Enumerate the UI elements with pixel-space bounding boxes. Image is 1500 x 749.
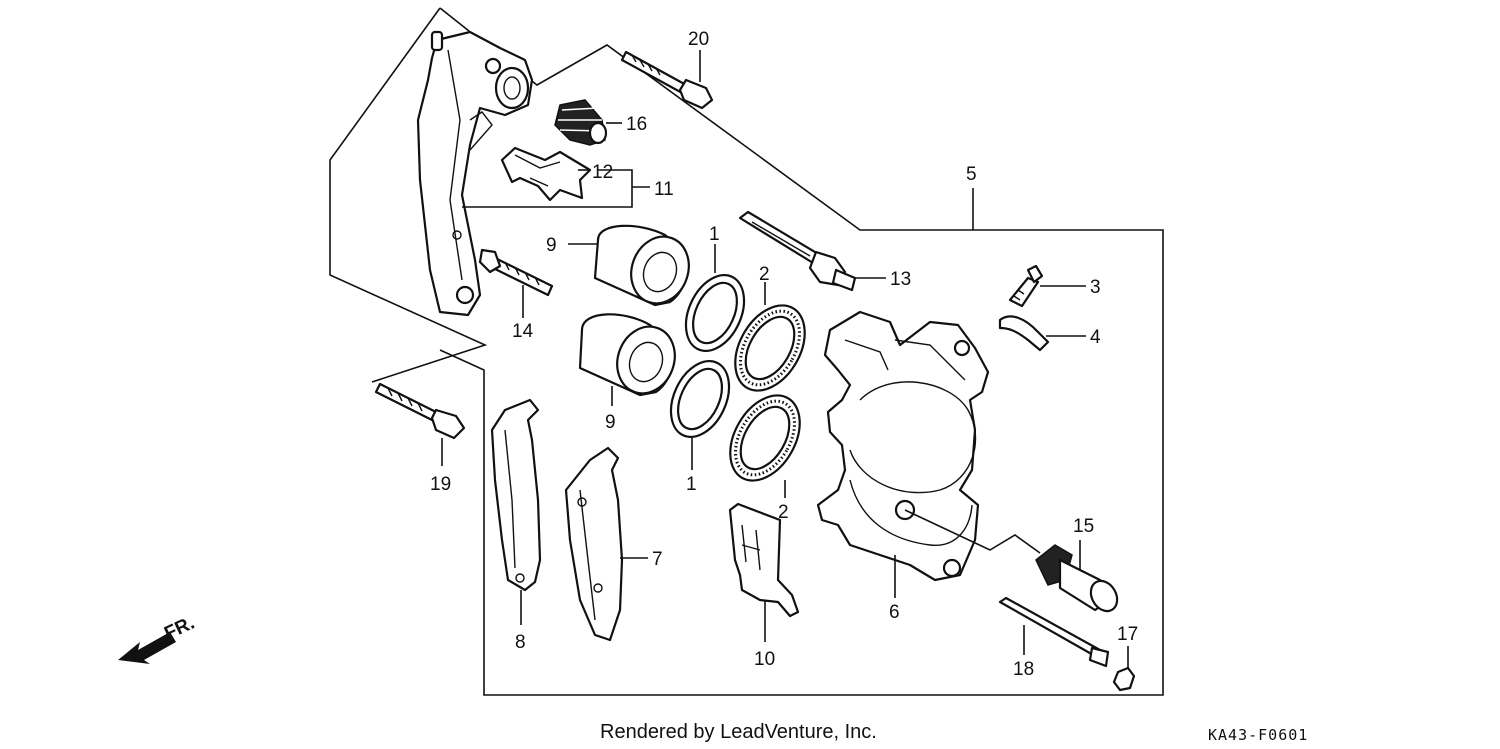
- dust-seal-2-lower: [729, 394, 801, 482]
- bleeder-valve-3: [1008, 264, 1044, 308]
- brake-pad-7: [564, 446, 624, 642]
- pad-pin-18: [998, 596, 1110, 668]
- part-label-8: 8: [515, 632, 526, 653]
- part-label-11: 11: [654, 179, 674, 200]
- dust-seal-2-upper: [734, 304, 806, 392]
- part-label-3: 3: [1090, 277, 1101, 298]
- part-label-9-upper: 9: [546, 235, 557, 256]
- piston-9-lower: [578, 313, 676, 397]
- front-direction-arrow-icon: FR.: [118, 613, 198, 664]
- part-label-5: 5: [966, 164, 977, 185]
- bolt-19: [374, 382, 466, 440]
- part-label-1-lower: 1: [686, 474, 697, 495]
- group-outline-top: [439, 7, 1164, 696]
- bolt-20: [620, 50, 714, 110]
- piston-9-upper: [593, 224, 690, 307]
- part-label-4: 4: [1090, 327, 1101, 348]
- bleeder-cap-4: [998, 315, 1050, 352]
- piston-seal-1-upper: [684, 274, 746, 352]
- part-label-15: 15: [1073, 516, 1094, 537]
- part-label-14: 14: [512, 321, 534, 342]
- caliper-body-6: [816, 310, 990, 582]
- leader-11-bracket: [462, 169, 650, 208]
- part-label-2-upper: 2: [759, 264, 770, 285]
- leader-15: [904, 509, 1081, 570]
- part-label-1-upper: 1: [709, 224, 720, 245]
- pad-spring-12: [500, 146, 592, 202]
- part-label-13: 13: [890, 269, 911, 290]
- nut-17: [1112, 666, 1136, 692]
- piston-seal-1-lower: [669, 360, 731, 438]
- brake-pad-8: [490, 398, 542, 592]
- caliper-bracket: [416, 30, 534, 317]
- part-label-19: 19: [430, 474, 451, 495]
- part-label-7: 7: [652, 549, 663, 570]
- pin-bolt-13: [738, 210, 857, 292]
- part-label-18: 18: [1013, 659, 1034, 680]
- part-label-10: 10: [754, 649, 775, 670]
- part-label-12: 12: [592, 162, 613, 183]
- pad-retainer-10: [728, 502, 800, 618]
- boot-16: [554, 99, 608, 146]
- pin-14: [478, 248, 554, 297]
- part-label-9-lower: 9: [605, 412, 616, 433]
- footer-credit: Rendered by LeadVenture, Inc.: [600, 721, 877, 743]
- part-label-17: 17: [1117, 624, 1138, 645]
- diagram-code: KA43-F0601: [1208, 726, 1308, 744]
- pin-15: [1035, 544, 1119, 613]
- part-label-16: 16: [626, 114, 647, 135]
- part-label-20: 20: [688, 29, 709, 50]
- part-label-6: 6: [889, 602, 900, 623]
- part-label-2-lower: 2: [778, 502, 789, 523]
- group-outline-left: [329, 7, 488, 383]
